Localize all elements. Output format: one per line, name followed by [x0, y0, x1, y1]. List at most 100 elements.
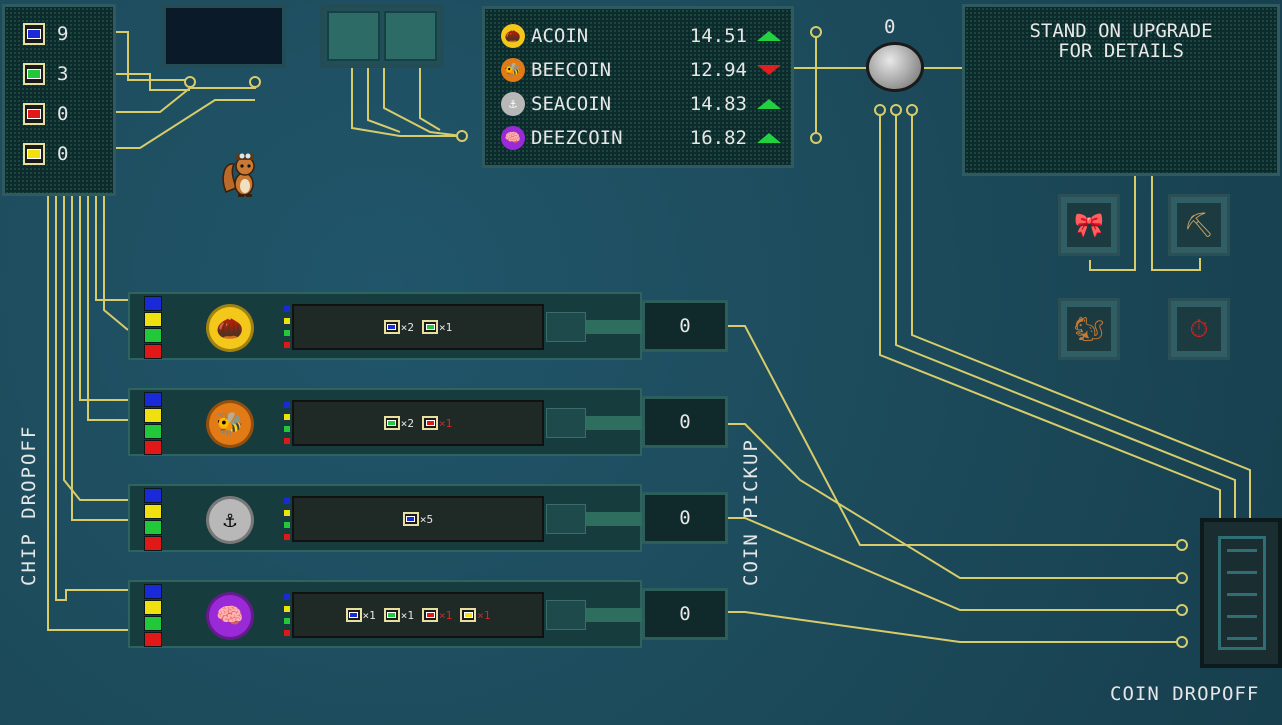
chip-slot	[144, 584, 162, 599]
chip-slot	[144, 296, 162, 311]
machine-conveyor	[586, 416, 644, 430]
chip-pins	[284, 498, 290, 546]
squirrel-player-icon	[222, 153, 255, 197]
recipe-ingredient: ×2	[383, 416, 414, 430]
recipe-ingredient: ×5	[402, 512, 433, 526]
coin-machine-beecoin: 🐝 ×2 ×1	[128, 388, 644, 456]
upgrade-info-panel: STAND ON UPGRADE FOR DETAILS	[962, 4, 1280, 176]
upgrade-slot[interactable]: ⛏	[1168, 194, 1230, 256]
recipe-ingredient: ×1	[383, 608, 414, 622]
chip-pins	[284, 402, 290, 450]
coin-machine-seacoin: ⚓ ×5	[128, 484, 644, 552]
recipe-ingredient: ×1	[422, 608, 452, 622]
chip-icon	[383, 320, 400, 334]
chip-inventory-row: 0	[23, 99, 69, 129]
chip-input-stack[interactable]	[144, 296, 164, 360]
chip-slot	[144, 536, 162, 551]
seacoin-icon: ⚓	[206, 496, 254, 544]
trend-up-icon	[757, 99, 781, 109]
upgrade-slot[interactable]: 🎀	[1058, 194, 1120, 256]
chip-slot	[144, 600, 162, 615]
chip-icon	[422, 320, 438, 334]
machine-conveyor	[586, 608, 644, 622]
chip-count: 0	[57, 103, 70, 125]
pickaxe-icon: ⛏	[1177, 203, 1221, 247]
chip-dropoff-label: CHIP DROPOFF	[18, 424, 40, 586]
coin-pickup-seacoin[interactable]: 0	[642, 492, 728, 544]
acoin-icon: 🌰	[206, 304, 254, 352]
chip-count: 3	[57, 63, 70, 85]
market-row-deezcoin: 🧠 DEEZCOIN 16.82	[501, 123, 781, 153]
acorn-icon: 🌰	[501, 24, 525, 48]
anchor-icon: ⚓	[501, 92, 525, 116]
coin-pickup-acoin[interactable]: 0	[642, 300, 728, 352]
recipe-ingredient: ×1	[345, 608, 376, 622]
chip-pins	[284, 594, 290, 642]
display-screen-a	[162, 4, 286, 68]
upgrade-slot[interactable]: 🐿	[1058, 298, 1120, 360]
coin-dropoff-bin[interactable]	[1200, 518, 1282, 668]
coin-price: 16.82	[689, 127, 747, 149]
market-row-seacoin: ⚓ SEACOIN 14.83	[501, 89, 781, 119]
chip-inventory-row: 0	[23, 139, 69, 169]
coin-dropoff-label: COIN DROPOFF	[1110, 683, 1260, 705]
coin-price: 12.94	[689, 59, 747, 81]
machine-connector	[546, 408, 586, 438]
chip-input-stack[interactable]	[144, 488, 164, 552]
recipe-display: ×2 ×1	[292, 400, 544, 446]
recipe-ingredient: ×1	[422, 416, 452, 430]
chip-slot	[144, 616, 162, 631]
coin-name: DEEZCOIN	[531, 127, 623, 149]
trend-up-icon	[757, 133, 781, 143]
chip-inventory-row: 3	[23, 59, 69, 89]
chip-inventory-panel: 9 3 0 0	[2, 4, 116, 196]
gift-bow-icon: 🎀	[1067, 203, 1111, 247]
upgrade-slot[interactable]: ⏱	[1168, 298, 1230, 360]
bank-coin-icon[interactable]	[866, 42, 924, 92]
chip-slot	[144, 424, 162, 439]
chip-slot	[144, 328, 162, 343]
machine-conveyor	[586, 512, 644, 526]
machine-connector	[546, 504, 586, 534]
coin-pickup-beecoin[interactable]: 0	[642, 396, 728, 448]
chip-icon	[460, 608, 477, 622]
coin-machine-acoin: 🌰 ×2×1	[128, 292, 644, 360]
market-row-beecoin: 🐝 BEECOIN 12.94	[501, 55, 781, 85]
trend-down-icon	[757, 65, 781, 75]
chip-icon	[383, 416, 400, 430]
coin-name: ACOIN	[531, 25, 589, 47]
chip-input-stack[interactable]	[144, 584, 164, 648]
chip-slot	[144, 344, 162, 359]
timer-icon: ⏱	[1177, 307, 1221, 351]
chip-icon	[23, 63, 45, 85]
coin-name: SEACOIN	[531, 93, 612, 115]
chip-slot	[144, 632, 162, 647]
chip-pins	[284, 306, 290, 354]
trend-up-icon	[757, 31, 781, 41]
coin-pickup-deezcoin[interactable]: 0	[642, 588, 728, 640]
squirrel-upgrade-icon: 🐿	[1067, 307, 1111, 351]
brain-icon: 🧠	[501, 126, 525, 150]
market-row-acoin: 🌰 ACOIN 14.51	[501, 21, 781, 51]
chip-slot	[144, 408, 162, 423]
machine-connector	[546, 312, 586, 342]
chip-icon	[23, 23, 45, 45]
beecoin-icon: 🐝	[206, 400, 254, 448]
coin-machine-deezcoin: 🧠 ×1×1×1×1	[128, 580, 644, 648]
machine-connector	[546, 600, 586, 630]
chip-icon	[23, 103, 45, 125]
chip-count: 0	[57, 143, 70, 165]
chip-icon	[383, 608, 400, 622]
coin-name: BEECOIN	[531, 59, 612, 81]
coin-market-panel: 🌰 ACOIN 14.51 🐝 BEECOIN 12.94 ⚓ SEACOIN …	[482, 6, 794, 168]
deezcoin-icon: 🧠	[206, 592, 254, 640]
chip-slot	[144, 312, 162, 327]
chip-icon	[422, 608, 438, 622]
chip-count: 9	[57, 23, 70, 45]
chip-slot	[144, 488, 162, 503]
chip-icon	[23, 143, 45, 165]
chip-input-stack[interactable]	[144, 392, 164, 456]
display-screen-b	[320, 4, 444, 68]
chip-icon	[345, 608, 362, 622]
